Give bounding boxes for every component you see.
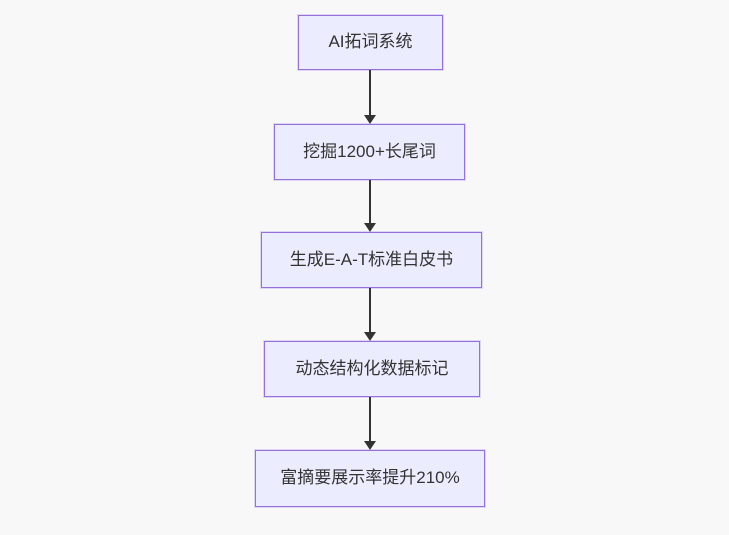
- flowchart-node-rich-snippet-result: 富摘要展示率提升210%: [255, 450, 485, 507]
- node-label: 生成E-A-T标准白皮书: [289, 249, 454, 269]
- arrowhead-down-icon: [364, 441, 376, 450]
- node-label: 挖掘1200+长尾词: [303, 141, 436, 161]
- edge-line: [369, 288, 371, 333]
- arrowhead-down-icon: [364, 115, 376, 124]
- node-label: 动态结构化数据标记: [295, 358, 449, 378]
- flowchart-node-longtail-mining: 挖掘1200+长尾词: [274, 124, 465, 180]
- edge-arrow-4: [364, 397, 376, 450]
- arrowhead-down-icon: [364, 332, 376, 341]
- edge-arrow-3: [364, 288, 376, 341]
- edge-arrow-1: [364, 70, 376, 124]
- arrowhead-down-icon: [364, 223, 376, 232]
- edge-line: [369, 70, 371, 116]
- flowchart-node-eat-whitepaper: 生成E-A-T标准白皮书: [261, 232, 482, 288]
- edge-line: [369, 397, 371, 442]
- node-label: 富摘要展示率提升210%: [280, 468, 460, 488]
- flowchart-node-ai-word-system: AI拓词系统: [298, 15, 443, 70]
- node-label: AI拓词系统: [328, 32, 413, 52]
- edge-arrow-2: [364, 180, 376, 232]
- flowchart-node-structured-data: 动态结构化数据标记: [264, 341, 480, 397]
- edge-line: [369, 180, 371, 224]
